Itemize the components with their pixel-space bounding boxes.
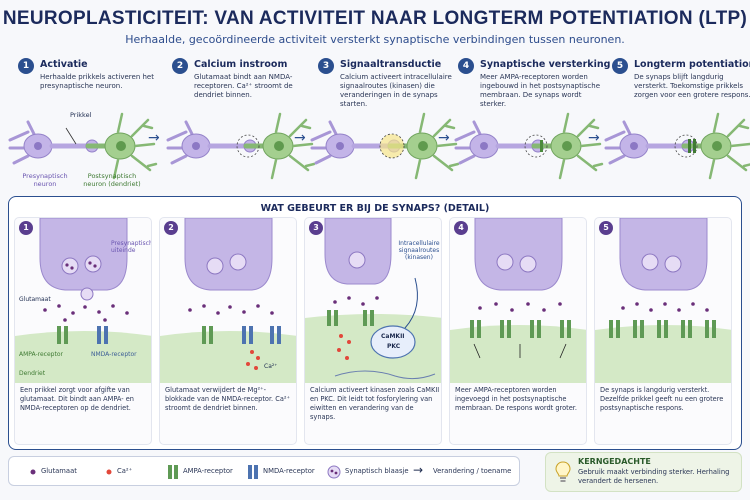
key-idea-box: KERNGEDACHTE Gebruik maakt verbinding st… <box>545 452 742 492</box>
detail-title: WAT GEBEURT ER BIJ DE SYNAPS? (DETAIL) <box>260 203 490 214</box>
panel-description: De synaps is langdurig versterkt. Dezelf… <box>600 386 724 412</box>
neuron-pair-1 <box>10 114 156 178</box>
legend-ampa: AMPA-receptor <box>183 467 233 475</box>
vesicle-icon <box>327 465 341 479</box>
neuron-pair-2 <box>168 114 314 178</box>
arrow-icon: → <box>438 130 450 146</box>
synapse-illustration <box>450 218 586 383</box>
synapse-detail-box: WAT GEBEURT ER BIJ DE SYNAPS? (DETAIL) 1… <box>8 196 742 450</box>
step-description: De synaps blijft langdurig versterkt. To… <box>634 73 750 99</box>
panel-description: Meer AMPA-receptoren worden ingevoegd in… <box>455 386 577 412</box>
step-description: Herhaalde prikkels activeren het presyna… <box>40 73 154 90</box>
label-postsynaptic-neuron: Postsynaptisch neuron (dendriet) <box>83 172 141 188</box>
arrow-right-icon: → <box>413 463 424 477</box>
label-presynaptic-neuron: Presynaptisch neuron <box>22 172 68 188</box>
nmda-receptor-icon <box>248 465 258 479</box>
label-glutamate: Glutamaat <box>19 296 51 303</box>
key-idea-title: KERNGEDACHTE <box>578 457 651 466</box>
lightbulb-icon <box>555 461 571 482</box>
label-nmda: NMDA-receptor <box>91 351 137 358</box>
panel-number: 5 <box>599 221 613 235</box>
step-description: Meer AMPA-receptoren worden ingebouwd in… <box>480 73 601 108</box>
synapse-illustration <box>595 218 731 383</box>
label-prikkel: Prikkel <box>70 111 92 119</box>
label-routes: Intracellulaire signaalroutes (kinasen) <box>398 240 440 261</box>
detail-panel-2: 2 Ca²⁺ Glutamaat verwijdert de Mg²⁺-blok… <box>159 217 297 445</box>
step-title: Calcium instroom <box>194 59 288 70</box>
step-title: Longterm potentiation <box>634 59 750 70</box>
arrow-icon: → <box>588 130 600 146</box>
panel-number: 1 <box>19 221 33 235</box>
page-subtitle: Herhaalde, gecoördineerde activiteit ver… <box>125 33 625 46</box>
step-description: Glutamaat bindt aan NMDA-receptoren. Ca²… <box>194 73 293 99</box>
step-number: 1 <box>18 58 34 74</box>
detail-panel-4: 4 Meer AMPA-receptoren worden ingevoegd … <box>449 217 587 445</box>
legend-nmda: NMDA-receptor <box>263 467 315 475</box>
panel-number: 2 <box>164 221 178 235</box>
legend-glutamate: Glutamaat <box>41 467 77 475</box>
label-ca: Ca²⁺ <box>264 363 278 370</box>
neuron-illustrations <box>0 100 750 195</box>
ampa-receptor-icon <box>168 465 178 479</box>
label-ampa: AMPA-receptor <box>19 351 63 358</box>
detail-panel-3: 3 Intracellulaire signaalroutes (kinasen… <box>304 217 442 445</box>
glutamate-icon <box>30 469 36 475</box>
arrow-icon: → <box>148 130 160 146</box>
neuron-pair-3 <box>312 114 458 178</box>
legend-arrow: Verandering / toename <box>433 467 512 475</box>
step-number: 2 <box>172 58 188 74</box>
panel-number: 4 <box>454 221 468 235</box>
arrow-icon: → <box>294 130 306 146</box>
detail-panel-5: 5 De synaps is langdurig versterkt. Deze… <box>594 217 732 445</box>
key-idea-description: Gebruik maakt verbinding sterker. Herhal… <box>578 468 730 485</box>
calcium-icon <box>106 469 112 475</box>
synapse-illustration <box>305 218 441 383</box>
neuron-pair-5 <box>606 114 750 178</box>
legend-vesicle: Synaptisch blaasje <box>345 467 409 475</box>
step-title: Synaptische versterking <box>480 59 611 70</box>
label-dendrite: Dendriet <box>19 370 46 377</box>
panel-description: Glutamaat verwijdert de Mg²⁺-blokkade va… <box>165 386 291 412</box>
step-number: 5 <box>612 58 628 74</box>
label-pre-terminal: Presynaptisch uiteinde <box>111 240 152 254</box>
step-number: 4 <box>458 58 474 74</box>
panel-description: Calcium activeert kinasen zoals CaMKII e… <box>310 386 440 421</box>
panel-description: Een prikkel zorgt voor afgifte van gluta… <box>20 386 134 412</box>
step-description: Calcium activeert intracellulaire signaa… <box>340 73 452 108</box>
label-pkc: PKC <box>387 343 401 350</box>
label-camkii: CaMKII <box>381 333 405 340</box>
step-title: Activatie <box>40 59 88 70</box>
step-title: Signaaltransductie <box>340 59 442 70</box>
panel-number: 3 <box>309 221 323 235</box>
synapse-illustration <box>160 218 296 383</box>
page-title: NEUROPLASTICITEIT: VAN ACTIVITEIT NAAR L… <box>2 8 748 29</box>
detail-panel-1: 1 Presynaptisch uiteinde Glutamaat AMPA-… <box>14 217 152 445</box>
legend-ca: Ca²⁺ <box>117 467 133 475</box>
step-number: 3 <box>318 58 334 74</box>
legend: Glutamaat Ca²⁺ AMPA-receptor NMDA-recept… <box>8 456 520 486</box>
neuron-pair-4 <box>456 114 602 178</box>
synapse-illustration <box>15 218 151 383</box>
